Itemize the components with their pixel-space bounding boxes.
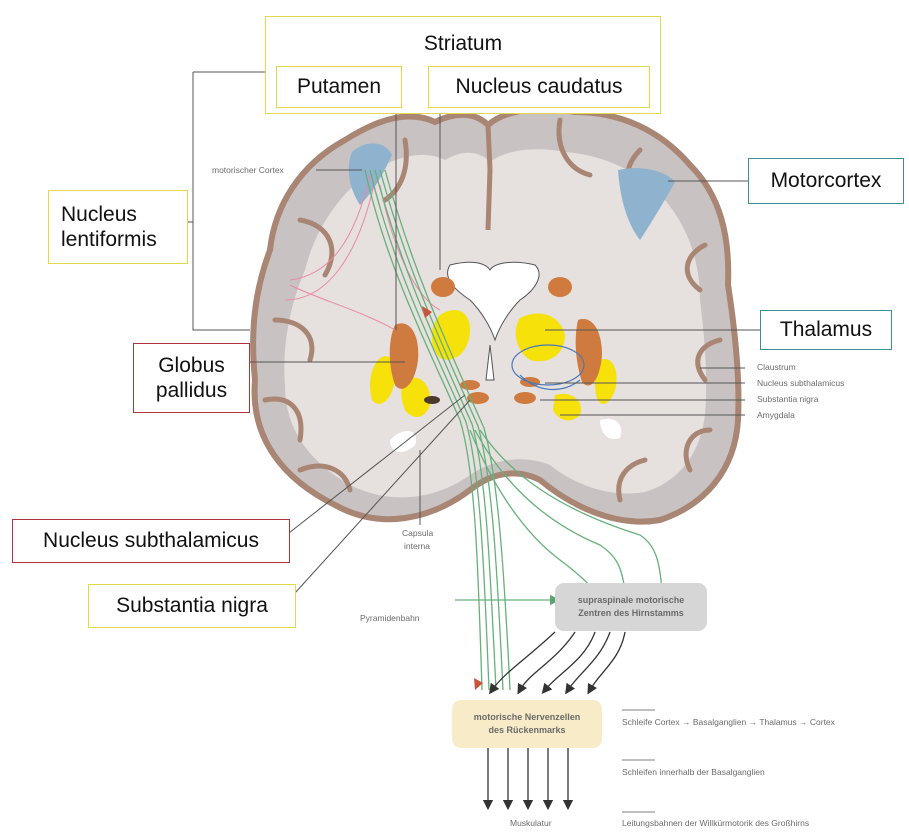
capsula-interna-label-line2: interna [404, 541, 430, 551]
substantia-nigra-small-label: Substantia nigra [757, 394, 818, 404]
spinal-motor-neurons-box: motorische Nervenzellen des Rückenmarks [452, 700, 602, 748]
legend-item-motor-pathways: Leitungsbahnen der Willkürmotorik des Gr… [622, 818, 809, 828]
brainstem-to-spinal-arrows [492, 632, 625, 690]
legend-item-cortex-loop: Schleife Cortex → Basalganglien → Thalam… [622, 717, 835, 727]
motorcortex-box: Motorcortex [748, 158, 904, 204]
nucleus-caudatus-label: Nucleus caudatus [456, 74, 623, 99]
nucleus-subthalamicus-label: Nucleus subthalamicus [43, 528, 259, 553]
globus-pallidus-label: Globus pallidus [147, 353, 237, 403]
spinal-motor-neurons-line2: des Rückenmarks [488, 724, 565, 737]
amygdala-label: Amygdala [757, 410, 795, 420]
capsula-interna-label-line1: Capsula [402, 528, 433, 538]
motorcortex-label: Motorcortex [771, 168, 882, 193]
spinal-to-muscle-arrows [488, 748, 568, 805]
substantia-nigra-label: Substantia nigra [116, 593, 268, 618]
putamen-box: Putamen [276, 66, 402, 108]
brainstem-centers-line2: Zentren des Hirnstamms [578, 607, 684, 620]
thalamus-box: Thalamus [760, 310, 892, 350]
nucleus-subthalamicus-box: Nucleus subthalamicus [12, 519, 290, 563]
muskulatur-label: Muskulatur [510, 818, 552, 828]
thalamus-label: Thalamus [780, 317, 872, 342]
nucleus-subthalamicus-small-label: Nucleus subthalamicus [757, 378, 844, 388]
nucleus-caudatus-box: Nucleus caudatus [428, 66, 650, 108]
spinal-motor-neurons-line1: motorische Nervenzellen [474, 711, 581, 724]
longitudinal-fissure [488, 125, 490, 230]
substantia-nigra-box: Substantia nigra [88, 584, 296, 628]
brainstem-centers-line1: supraspinale motorische [578, 594, 685, 607]
pyramidenbahn-label: Pyramidenbahn [360, 613, 420, 623]
striatum-label: Striatum [424, 31, 502, 56]
putamen-label: Putamen [297, 74, 381, 99]
legend-item-basal-ganglia-loops: Schleifen innerhalb der Basalganglien [622, 767, 765, 777]
motorischer-cortex-label: motorischer Cortex [212, 165, 284, 175]
globus-pallidus-box: Globus pallidus [133, 343, 250, 413]
claustrum-label: Claustrum [757, 362, 796, 372]
nucleus-lentiformis-label: Nucleus lentiformis [61, 202, 171, 252]
nucleus-lentiformis-box: Nucleus lentiformis [48, 190, 188, 264]
brainstem-centers-box: supraspinale motorische Zentren des Hirn… [555, 583, 707, 631]
